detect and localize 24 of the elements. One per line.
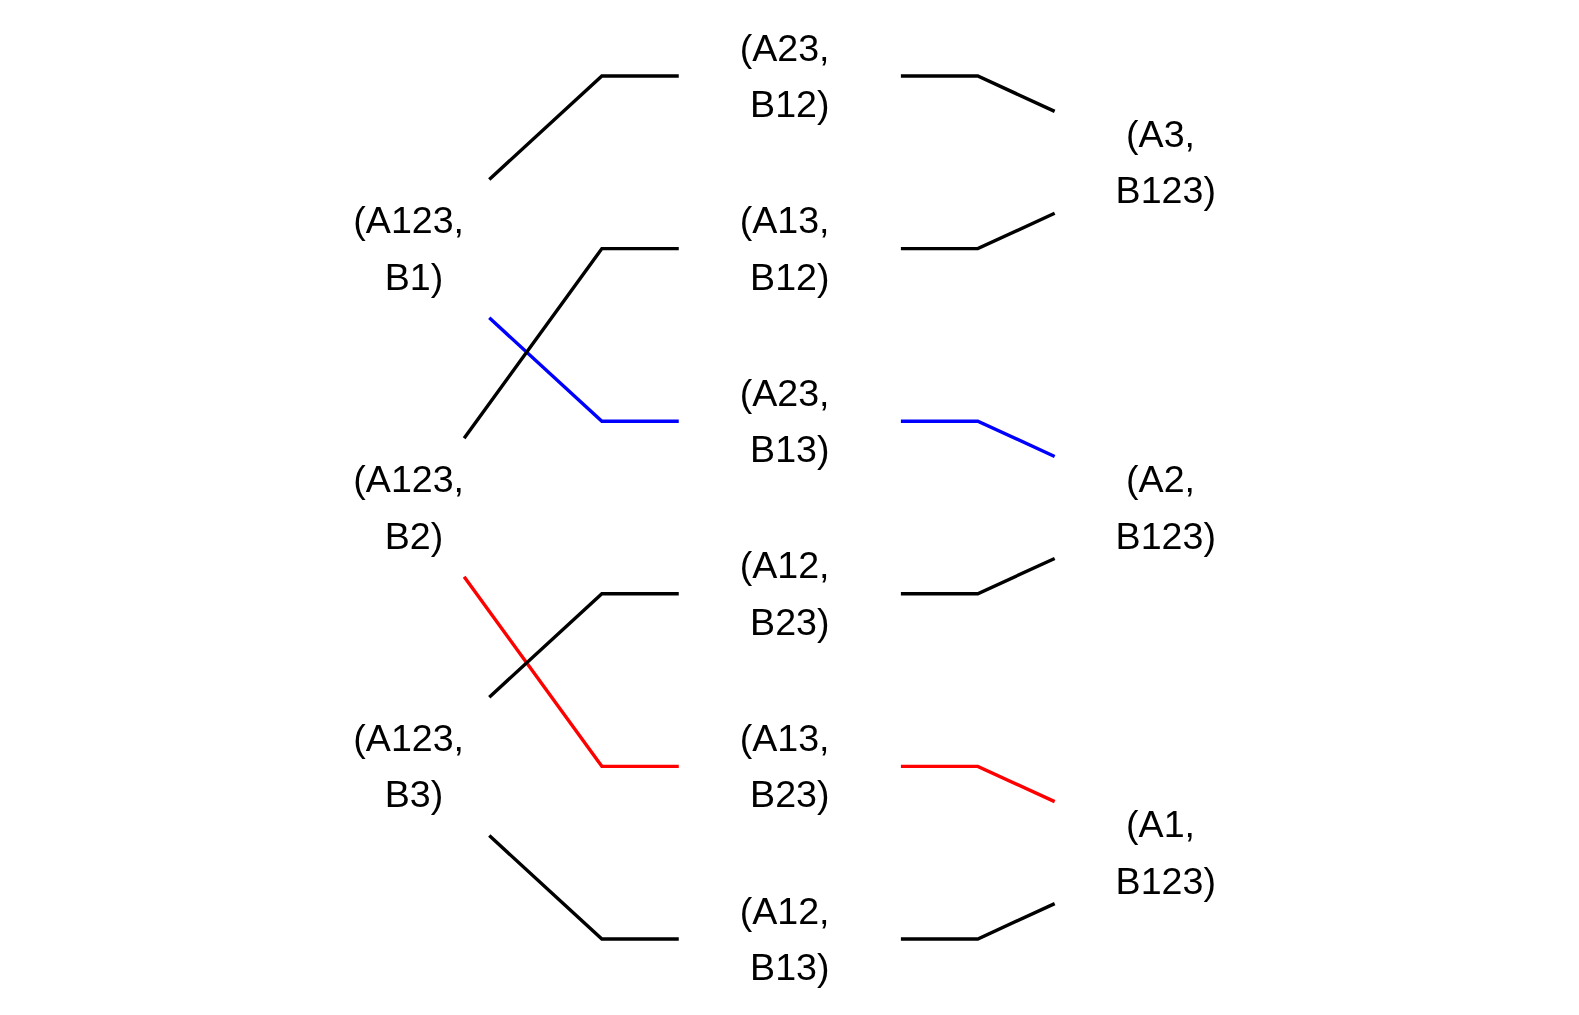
node-text: (A23, B12) [739, 26, 830, 125]
node-text: (A23, B13) [739, 371, 830, 470]
connector [900, 74, 1056, 113]
connector [487, 834, 679, 941]
connector [487, 592, 679, 699]
node-text: (A12, B23) [739, 544, 830, 643]
connector [900, 211, 1056, 251]
node-text: (A123, B2) [352, 457, 464, 557]
connector [462, 246, 679, 440]
connector [900, 419, 1056, 459]
node-text: (A123, B3) [352, 716, 464, 816]
connector [462, 575, 679, 769]
connector [487, 74, 679, 181]
connector [487, 316, 679, 423]
node-text: (A3, B123) [1115, 112, 1216, 212]
connector [900, 556, 1056, 596]
node-text: (A13, B12) [739, 199, 830, 298]
node-text: (A13, B23) [739, 716, 830, 816]
node-text: (A2, B123) [1115, 457, 1216, 557]
node-text: (A12, B13) [739, 889, 830, 988]
node-text: (A1, B123) [1115, 803, 1216, 902]
connector [900, 902, 1056, 941]
node-text: (A123, B1) [352, 199, 464, 298]
connector [900, 764, 1056, 804]
